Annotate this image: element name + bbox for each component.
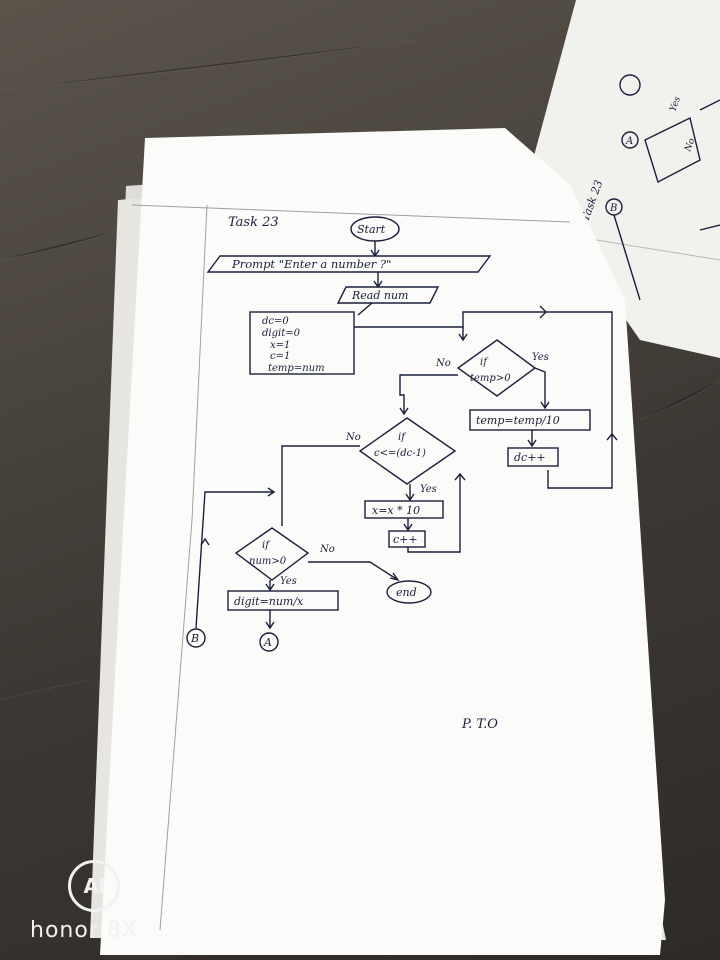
background-connector-b: B xyxy=(609,203,617,214)
process-x-label: x=x * 10 xyxy=(372,504,420,517)
footer-note: P. T.O xyxy=(461,717,498,732)
end-label: end xyxy=(396,586,417,599)
watermark-text: honor 8X xyxy=(30,918,138,943)
process-digit-label: digit=num/x xyxy=(234,595,304,608)
init-line-3: x=1 xyxy=(270,340,290,351)
init-line-1: dc=0 xyxy=(262,316,289,327)
decision-num-cond: num>0 xyxy=(249,556,287,567)
decision-temp-yes: Yes xyxy=(532,352,549,363)
prompt-label: Prompt "Enter a number ?" xyxy=(231,257,391,271)
init-line-5: temp=num xyxy=(268,363,325,374)
init-line-2: digit=0 xyxy=(262,328,301,339)
read-label: Read num xyxy=(351,289,409,302)
decision-num-no: No xyxy=(319,544,335,555)
task-label: Task 23 xyxy=(228,215,279,230)
connector-a-label: A xyxy=(263,636,272,649)
watermark-logo-text: AI xyxy=(84,874,105,898)
decision-num-yes: Yes xyxy=(280,576,297,587)
ai-camera-icon: AI xyxy=(68,860,120,912)
main-sheet xyxy=(100,128,665,955)
process-c-label: c++ xyxy=(393,533,418,546)
decision-temp-no: No xyxy=(435,358,451,369)
camera-watermark: AI honor 8X xyxy=(30,860,138,943)
start-label: Start xyxy=(357,223,386,236)
process-temp-label: temp=temp/10 xyxy=(476,414,560,427)
decision-temp-cond: temp>0 xyxy=(470,373,511,384)
decision-c-cond: c<=(dc-1) xyxy=(374,448,426,459)
decision-c-yes: Yes xyxy=(420,484,437,495)
init-line-4: c=1 xyxy=(270,351,290,362)
connector-b-label: B xyxy=(190,632,199,645)
background-connector-a: A xyxy=(625,136,633,147)
process-dc-label: dc++ xyxy=(514,451,546,464)
decision-c-no: No xyxy=(345,432,361,443)
